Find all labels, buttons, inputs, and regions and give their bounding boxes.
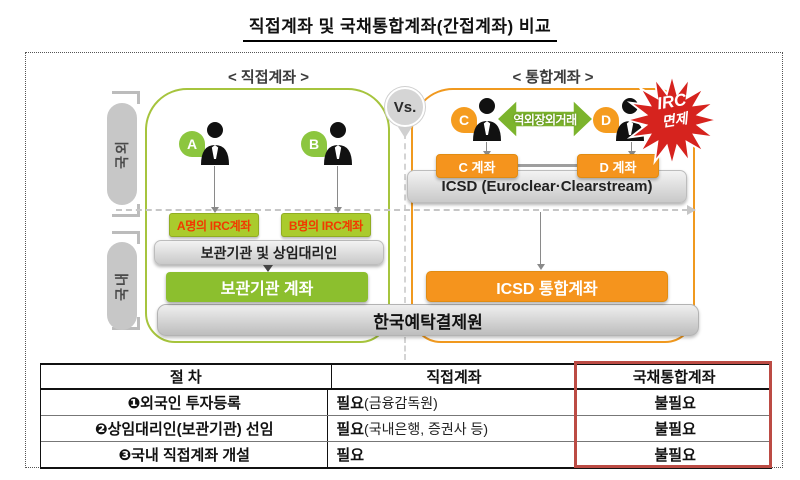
investor-c-badge: C [451, 107, 477, 133]
arrow-b-to-irc-head [334, 207, 342, 213]
account-d-box: D 계좌 [577, 154, 659, 178]
investor-d-badge: D [593, 107, 619, 133]
account-connector-line [516, 164, 579, 167]
region-label-foreign-text: 국외 [113, 139, 130, 169]
table-row: ❷상임대리인(보관기관) 선임 필요(국내은행, 증권사 등) 불필요 [41, 415, 772, 441]
table-row: ❶외국인 투자등록 필요(금융감독원) 불필요 [41, 390, 772, 415]
account-c-box: C 계좌 [436, 154, 518, 178]
header-direct-account: 직접계좌 [330, 365, 577, 388]
comparison-table: 절 차 직접계좌 국채통합계좌 ❶외국인 투자등록 필요(금융감독원) 불필요 … [40, 363, 772, 469]
panel-divider-dashed-line [404, 133, 406, 303]
omnibus-account-panel [411, 88, 695, 343]
ksd-bar: 한국예탁결제원 [157, 304, 699, 336]
investor-c-person-icon [473, 98, 501, 141]
procedure-cell: ❷상임대리인(보관기관) 선임 [94, 421, 274, 438]
border-separator-arrowhead [687, 205, 696, 215]
header-procedure: 절 차 [169, 369, 202, 386]
domestic-bracket-top [112, 231, 140, 244]
arrow-b-to-irc [337, 166, 338, 207]
icsd-omnibus-account-box: ICSD 통합계좌 [426, 271, 668, 302]
arrow-icsd-to-omnibus [540, 212, 541, 264]
region-label-domestic: 국내 [107, 242, 137, 330]
direct-required: 필요 [336, 395, 365, 412]
direct-account-panel-title: < 직접계좌 > [227, 69, 310, 86]
table-header-row: 절 차 직접계좌 국채통합계좌 [41, 365, 772, 390]
page-title-text: 직접계좌 및 국채통합계좌(간접계좌) 비교 [242, 12, 558, 42]
arrow-c-to-account [486, 142, 487, 151]
omnibus-cell: 불필요 [654, 447, 696, 464]
investor-b-person-icon [324, 122, 352, 165]
irc-exempt-starburst-icon [625, 73, 719, 167]
arrow-d-to-account [631, 142, 632, 151]
investor-c-letter: C [458, 112, 470, 128]
arrow-icsd-to-omnibus-head [537, 264, 545, 270]
direct-required-note: (국내은행, 증권사 등) [364, 420, 489, 437]
direct-required-note: (금융감독원) [364, 394, 438, 411]
investor-a-letter: A [186, 136, 198, 152]
direct-cell: 필요(국내은행, 증권사 등) [327, 416, 578, 441]
arrow-a-to-irc-head [211, 207, 219, 213]
custodian-arrow-down [263, 265, 273, 272]
omnibus-account-panel-title: < 통합계좌 > [512, 69, 594, 86]
header-omnibus-account: 국채통합계좌 [632, 369, 716, 386]
direct-required: 필요 [336, 447, 365, 464]
procedure-cell: ❸국내 직접계좌 개설 [118, 447, 250, 464]
direct-cell: 필요(금융감독원) [327, 390, 578, 415]
foreign-bracket-top [112, 91, 140, 104]
omnibus-cell: 불필요 [654, 395, 696, 412]
direct-cell: 필요 [327, 442, 578, 467]
border-separator-dashed-line [116, 209, 688, 211]
custodian-box: 보관기관 및 상임대리인 [154, 240, 384, 265]
offshore-trade-arrow-icon [497, 98, 593, 140]
investor-d-letter: D [600, 112, 612, 128]
offshore-trade-label: 역외장외거래 [513, 113, 577, 127]
procedure-cell: ❶외국인 투자등록 [127, 395, 241, 412]
investor-b-letter: B [308, 136, 320, 152]
vs-badge: Vs. [385, 87, 425, 127]
page-title: 직접계좌 및 국채통합계좌(간접계좌) 비교 [0, 12, 800, 42]
region-label-foreign: 국외 [107, 103, 137, 205]
direct-account-panel [145, 88, 390, 343]
irc-account-b-box: B명의 IRC계좌 [281, 213, 371, 237]
investor-b-badge: B [301, 131, 327, 157]
investor-a-person-icon [201, 122, 229, 165]
arrow-a-to-irc [214, 166, 215, 207]
custodian-account-box: 보관기관 계좌 [166, 272, 368, 302]
irc-account-a-box: A명의 IRC계좌 [169, 213, 259, 237]
table-row: ❸국내 직접계좌 개설 필요 불필요 [41, 441, 772, 467]
panel-divider-dashed-line-lower [404, 337, 406, 360]
investor-a-badge: A [179, 131, 205, 157]
vs-pin-tail [398, 127, 412, 138]
region-label-domestic-text: 국내 [113, 271, 130, 301]
omnibus-cell: 불필요 [654, 421, 696, 438]
direct-required: 필요 [336, 421, 365, 438]
